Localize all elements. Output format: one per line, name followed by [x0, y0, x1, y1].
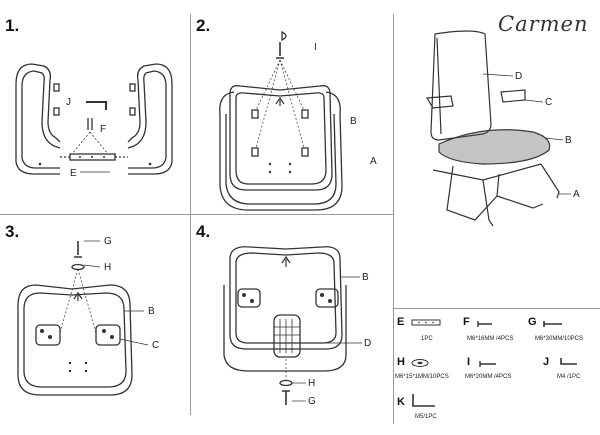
step-4-label-g: G — [308, 396, 316, 407]
part-g-bolt-icon — [543, 321, 562, 327]
part-h-desc: M6*15*1MM/10PCS — [395, 374, 449, 380]
part-i-screw-icon — [479, 361, 496, 367]
step-4-number: 4. — [196, 222, 211, 241]
step-3-label-b: B — [148, 306, 155, 317]
chair-label-c: C — [545, 97, 552, 108]
part-h-letter: H — [397, 356, 405, 368]
divider-horizontal-right — [393, 308, 600, 309]
brand-logo: Carmen — [498, 12, 589, 36]
step-3-number: 3. — [5, 222, 20, 241]
part-e-plate-icon — [411, 319, 441, 326]
step-3-diagram: G H B C — [17, 236, 159, 396]
part-k-letter: K — [397, 396, 405, 408]
step-2-label-i: I — [314, 42, 317, 53]
divider-vertical-2 — [190, 215, 191, 415]
step-2-diagram: I B A — [219, 30, 377, 211]
chair-label-a: A — [573, 189, 580, 200]
step-3-label-h: H — [104, 262, 111, 273]
step-4-label-d: D — [364, 338, 371, 349]
step-1-label-e: E — [70, 168, 77, 179]
step-3-label-c: C — [152, 340, 159, 351]
step-2-label-a: A — [370, 156, 377, 167]
part-e-desc: 1PC — [421, 336, 433, 342]
step-4-diagram: B D H G — [223, 246, 371, 407]
step-2-label-b: B — [350, 116, 357, 127]
chair-label-b: B — [565, 135, 572, 146]
step-1-diagram: J F E — [15, 63, 173, 179]
part-i-desc: M6*20MM /4PCS — [465, 374, 512, 380]
chair-illustration: D C B A — [425, 30, 580, 227]
part-i-letter: I — [467, 356, 471, 368]
part-j-allen-key-icon — [560, 358, 577, 365]
part-f-letter: F — [463, 316, 470, 328]
part-k-allen-key-icon — [412, 394, 435, 407]
part-j-desc: M4 /1PC — [557, 374, 581, 380]
step-1-label-f: F — [100, 124, 106, 135]
chair-label-d: D — [515, 71, 522, 82]
part-e-letter: E — [397, 316, 405, 328]
step-1-label-j: J — [66, 97, 71, 108]
part-k-desc: M5/1PC — [415, 414, 437, 420]
parts-list: E 1PC F M6*16MM /4PCS G M6*30MM/10PCS H … — [393, 308, 600, 435]
step-1-number: 1. — [5, 16, 20, 35]
part-f-desc: M6*16MM /4PCS — [467, 336, 514, 342]
part-g-desc: M6*30MM/10PCS — [535, 336, 584, 342]
divider-horizontal-left — [0, 214, 393, 215]
part-h-washer-icon — [411, 359, 429, 367]
part-f-screw-icon — [477, 321, 492, 327]
divider-vertical-3 — [393, 14, 394, 424]
step-4-label-b: B — [362, 272, 369, 283]
step-3-label-g: G — [104, 236, 112, 247]
part-j-letter: J — [543, 356, 550, 368]
part-g-letter: G — [528, 316, 537, 328]
step-2-number: 2. — [196, 16, 211, 35]
divider-vertical-1 — [190, 14, 191, 214]
step-4-label-h: H — [308, 378, 315, 389]
